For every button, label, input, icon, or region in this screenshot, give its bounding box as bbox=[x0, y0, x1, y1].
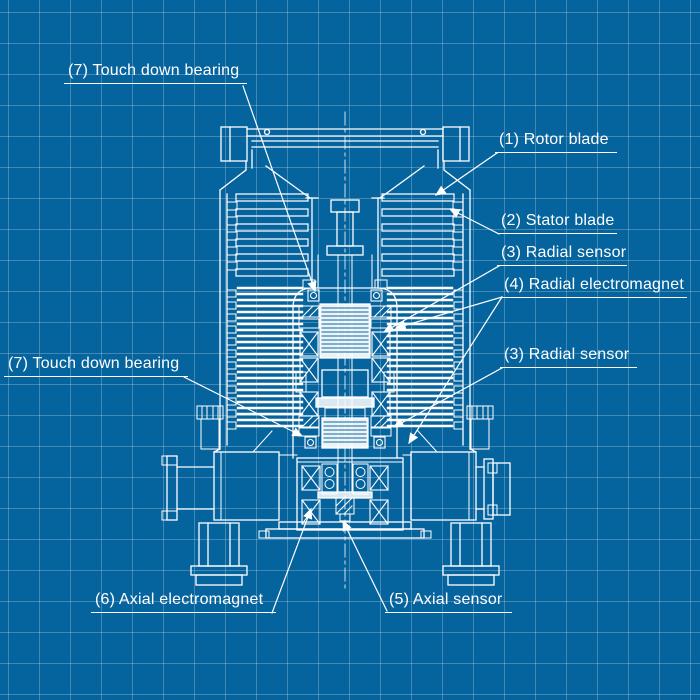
label-radial-sensor-lower: (3) Radial sensor bbox=[500, 346, 637, 368]
foot-left bbox=[190, 522, 248, 586]
axial-electromagnet-coil bbox=[369, 499, 389, 525]
touch-down-bearing-upper-right bbox=[370, 289, 383, 302]
connector-left bbox=[196, 405, 224, 450]
leader-axial-electromagnet bbox=[271, 507, 313, 614]
side-port-right bbox=[410, 451, 511, 521]
leader-radial-electromagnet-a bbox=[394, 296, 503, 330]
leader-touch-down-bearing-left bbox=[183, 376, 304, 437]
label-touch-down-bearing-left: (7) Touch down bearing bbox=[4, 355, 188, 377]
rotor-hub bbox=[305, 197, 385, 493]
touch-down-bearing-lower-left bbox=[304, 436, 317, 449]
axial-electromagnet-coil bbox=[301, 465, 321, 491]
label-stator-blade: (2) Stator blade bbox=[497, 212, 617, 234]
top-flange bbox=[219, 126, 471, 199]
leader-stator-blade bbox=[448, 208, 500, 235]
leader-radial-electromagnet-b bbox=[408, 296, 503, 445]
axial-electromagnet-coil bbox=[301, 499, 321, 525]
label-touch-down-bearing-top: (7) Touch down bearing bbox=[64, 62, 247, 84]
touch-down-bearing-lower-right bbox=[373, 436, 386, 449]
label-radial-sensor-upper: (3) Radial sensor bbox=[497, 244, 627, 266]
bearing-cartridge bbox=[292, 279, 398, 459]
radial-electromagnet-lower bbox=[321, 417, 369, 449]
axial-electromagnet-coil bbox=[369, 465, 389, 491]
touch-down-bearing-upper-left bbox=[307, 289, 320, 302]
radial-electromagnet-upper bbox=[299, 303, 391, 359]
leader-radial-sensor-lower bbox=[392, 367, 503, 428]
leader-rotor-blade bbox=[435, 152, 498, 196]
leader-lines bbox=[183, 85, 503, 614]
leader-touch-down-bearing-top bbox=[242, 85, 317, 293]
label-radial-electromagnet: (4) Radial electromagnet bbox=[500, 276, 687, 298]
side-port-left bbox=[161, 451, 280, 521]
connector-right bbox=[466, 405, 494, 450]
label-axial-electromagnet: (6) Axial electromagnet bbox=[91, 591, 276, 613]
blade-stack-left bbox=[226, 193, 309, 430]
label-rotor-blade: (1) Rotor blade bbox=[495, 131, 617, 153]
lower-radial-bearing bbox=[298, 415, 392, 449]
foot-right bbox=[442, 522, 500, 586]
label-axial-sensor: (5) Axial sensor bbox=[385, 591, 512, 613]
leader-axial-sensor bbox=[342, 519, 388, 612]
